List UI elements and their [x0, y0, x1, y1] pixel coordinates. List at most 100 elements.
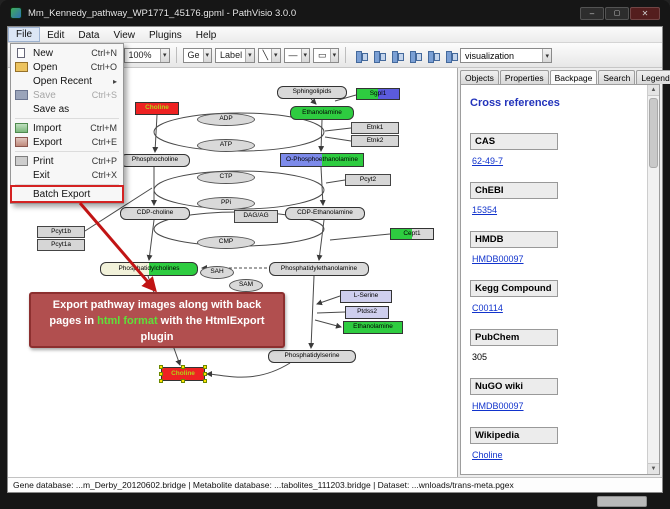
pathway-node-phosphatidylethanolamine[interactable]: Phosphatidylethanolamine — [269, 262, 369, 276]
pathway-node-pcyt2[interactable]: Pcyt2 — [345, 174, 391, 186]
print-file-icon — [15, 156, 28, 166]
pathway-node-l-serine[interactable]: L-Serine — [340, 290, 392, 303]
pathway-node-cept1[interactable]: Cept1 — [390, 228, 434, 240]
pathway-node-phosphocholine[interactable]: Phosphocholine — [120, 154, 190, 167]
xref-link[interactable]: C00114 — [472, 303, 503, 313]
visualization-combobox[interactable]: visualization — [460, 48, 552, 63]
scrollbar-thumb[interactable] — [649, 98, 658, 168]
chevron-down-icon[interactable] — [271, 48, 280, 62]
crossref-heading: Cross references — [470, 97, 560, 109]
menubar-item-help[interactable]: Help — [195, 29, 217, 41]
selection-handle[interactable] — [203, 365, 207, 369]
panel-scrollbar[interactable] — [647, 85, 659, 474]
scroll-up-icon[interactable] — [648, 85, 659, 96]
selection-handle[interactable] — [159, 365, 163, 369]
datanode-type-combobox[interactable]: Ge — [182, 47, 213, 63]
file-menu-item-open-recent[interactable]: Open Recent — [12, 74, 122, 88]
pathway-node-ethanolamine[interactable]: Ethanolamine — [343, 321, 403, 334]
pathway-node-o-phosphoethanolamine[interactable]: O-Phosphoethanolamine — [280, 153, 364, 167]
menu-item-label: Print — [33, 155, 54, 167]
pathway-node-sgpl1[interactable]: Sgpl1 — [356, 88, 400, 100]
selection-handle[interactable] — [159, 372, 163, 376]
tab-objects[interactable]: Objects — [460, 70, 499, 84]
pathway-node-cdp-ethanolamine[interactable]: CDP-Ethanolamine — [285, 207, 365, 220]
chevron-down-icon[interactable] — [160, 48, 169, 62]
scroll-down-icon[interactable] — [648, 463, 659, 474]
align-left-button[interactable] — [388, 47, 405, 64]
pathway-node-adp[interactable]: ADP — [197, 113, 255, 126]
pathway-node-cmp[interactable]: CMP — [197, 236, 255, 249]
menubar-item-edit[interactable]: Edit — [47, 29, 65, 41]
menubar-item-file[interactable]: File — [8, 27, 41, 42]
chevron-down-icon[interactable] — [202, 48, 212, 62]
pathway-node-ppi[interactable]: PPi — [197, 197, 255, 210]
pathway-node-etnk2[interactable]: Etnk2 — [351, 135, 399, 147]
zoom-value: 100% — [128, 50, 152, 60]
line-tool-button[interactable] — [257, 47, 281, 63]
pathway-node-atp[interactable]: ATP — [197, 139, 255, 152]
file-menu-item-save-as[interactable]: Save as — [12, 102, 122, 116]
pathway-node-phosphatidylcholines[interactable]: Phosphatidylcholines — [100, 262, 198, 276]
selection-handle[interactable] — [203, 372, 207, 376]
connector-tool-button[interactable] — [283, 47, 311, 63]
menubar-item-data[interactable]: Data — [78, 29, 100, 41]
pathway-node-cdp-choline[interactable]: CDP-choline — [120, 207, 190, 220]
pathway-node-choline[interactable]: Choline — [159, 365, 207, 383]
pathway-node-dag-ag[interactable]: DAG/AG — [234, 210, 278, 223]
pathway-node-etnk1[interactable]: Etnk1 — [351, 122, 399, 134]
xref-name-box: ChEBI — [470, 182, 558, 199]
tab-legend[interactable]: Legend — [636, 70, 670, 84]
align-right-button[interactable] — [406, 47, 423, 64]
common-height-button[interactable] — [442, 47, 459, 64]
minimize-button[interactable] — [580, 6, 604, 20]
pathway-node-sah[interactable]: SAH — [200, 266, 234, 279]
menubar-item-plugins[interactable]: Plugins — [148, 29, 182, 41]
xref-link[interactable]: 62-49-7 — [472, 156, 504, 166]
chevron-down-icon[interactable] — [542, 49, 551, 62]
pathway-node-sphingolipids[interactable]: Sphingolipids — [277, 86, 347, 99]
xref-link[interactable]: 15354 — [472, 205, 498, 215]
align-center-y-button[interactable] — [370, 47, 387, 64]
shape-tool-button[interactable] — [313, 47, 340, 63]
common-width-button[interactable] — [424, 47, 441, 64]
zoom-combobox[interactable]: 100% — [123, 47, 170, 63]
align-center-x-button[interactable] — [352, 47, 369, 64]
xref-link[interactable]: HMDB00097 — [472, 401, 524, 411]
close-button[interactable] — [630, 6, 660, 20]
xref-link[interactable]: HMDB00097 — [472, 254, 524, 264]
tab-backpage[interactable]: Backpage — [549, 70, 598, 85]
selection-handle[interactable] — [181, 365, 185, 369]
menubar-item-view[interactable]: View — [113, 29, 135, 41]
maximize-button[interactable] — [605, 6, 629, 20]
selection-handle[interactable] — [181, 379, 185, 383]
pathway-node-pcyt1b[interactable]: Pcyt1b — [37, 226, 85, 238]
selection-handle[interactable] — [159, 379, 163, 383]
pathway-node-choline[interactable]: Choline — [135, 102, 179, 115]
selection-handle[interactable] — [203, 379, 207, 383]
tab-search[interactable]: Search — [598, 70, 636, 84]
menu-separator — [15, 151, 119, 152]
pathway-node-sam[interactable]: SAM — [229, 279, 263, 292]
pathway-node-ctp[interactable]: CTP — [197, 171, 255, 184]
pathway-node-pcyt1a[interactable]: Pcyt1a — [37, 239, 85, 251]
pathway-node-ethanolamine[interactable]: Ethanolamine — [290, 106, 354, 120]
chevron-down-icon[interactable] — [300, 48, 310, 62]
chevron-down-icon[interactable] — [245, 48, 254, 62]
file-menu-item-batch-export[interactable]: Batch Export — [10, 185, 124, 203]
tab-properties[interactable]: Properties — [499, 70, 549, 84]
menu-item-label: Open Recent — [33, 75, 92, 87]
pathway-node-phosphatidylserine[interactable]: Phosphatidylserine — [268, 350, 356, 363]
chevron-down-icon[interactable] — [329, 48, 339, 62]
label-tool-combobox[interactable]: Label — [215, 47, 255, 63]
xref-link[interactable]: Choline — [472, 450, 503, 460]
pathway-node-ptdss2[interactable]: Ptdss2 — [345, 306, 389, 319]
